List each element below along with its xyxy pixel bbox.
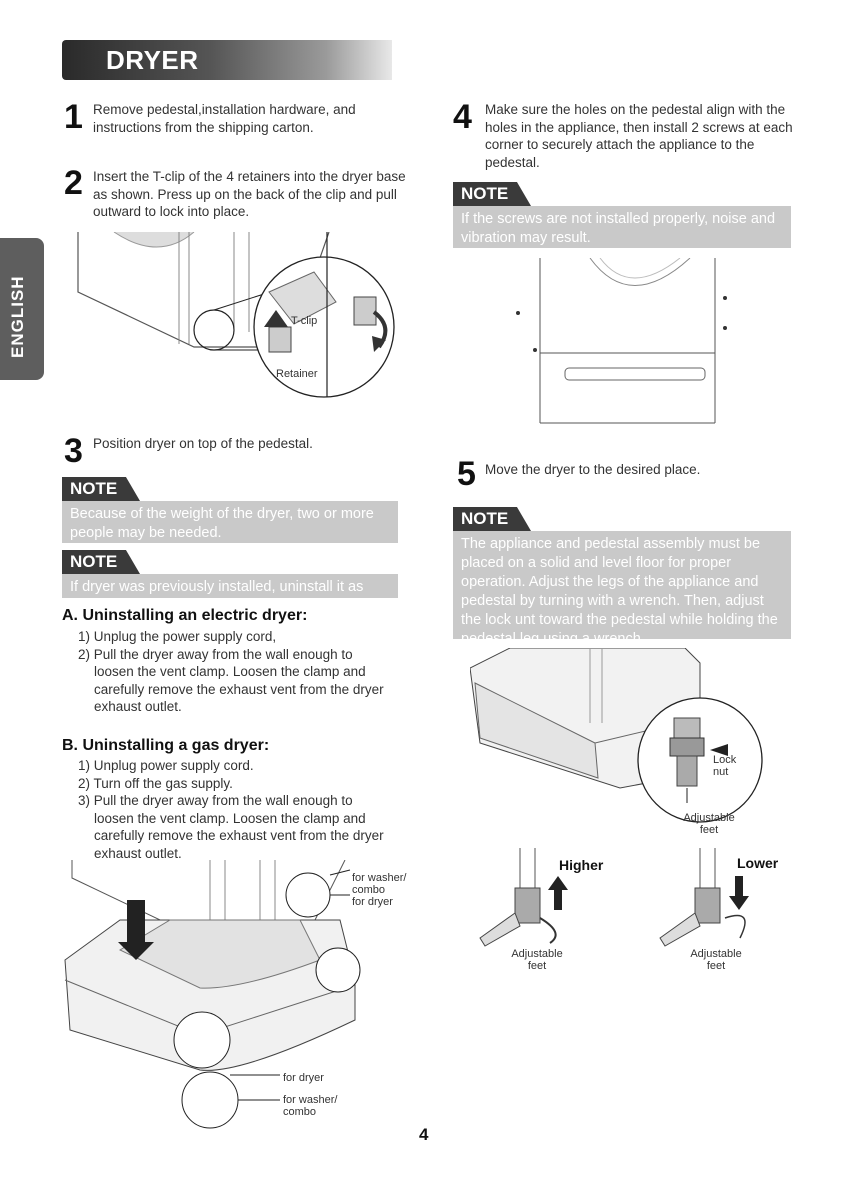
- list-item: 1) Unplug power supply cord.: [78, 758, 254, 773]
- step-2-text: Insert the T-clip of the 4 retainers int…: [93, 169, 406, 219]
- language-tab-label: ENGLISH: [8, 275, 27, 358]
- list-item: 1) Unplug the power supply cord,: [78, 629, 277, 644]
- step-5-text: Move the dryer to the desired place.: [485, 462, 701, 477]
- note-badge: NOTE: [62, 550, 140, 574]
- step-3-number: 3: [64, 432, 83, 470]
- for-dryer-label-bottom: for dryer: [283, 1072, 324, 1084]
- dryer-on-pedestal-illustration: [64, 860, 361, 1129]
- note-level-floor: The appliance and pedestal assembly must…: [453, 531, 791, 647]
- note-badge: NOTE: [453, 182, 531, 206]
- for-washer-combo-label-top: for washer/ combo: [352, 872, 407, 896]
- note-badge: NOTE: [62, 477, 140, 501]
- section-a-heading: A. Uninstalling an electric dryer:: [62, 607, 308, 624]
- list-item: 2) Pull the dryer away from the wall eno…: [78, 646, 384, 715]
- list-item: 3) Pull the dryer away from the wall eno…: [78, 793, 384, 861]
- step-5-number: 5: [457, 455, 476, 493]
- page-number: 4: [419, 1125, 429, 1144]
- tclip-retainer-illustration: [77, 232, 395, 398]
- list-item: 2) Turn off the gas supply.: [78, 775, 233, 791]
- lower-label: Lower: [737, 855, 779, 871]
- lock-nut-label: Lock nut: [713, 754, 737, 778]
- adjustable-feet-label: Adjustable feet: [683, 812, 735, 836]
- for-washer-combo-label-bottom: for washer/ combo: [283, 1094, 338, 1118]
- step-3-text: Position dryer on top of the pedestal.: [93, 436, 313, 451]
- language-tab: ENGLISH: [0, 238, 44, 380]
- adjustable-feet-label-higher: Adjustable feet: [511, 948, 563, 972]
- section-b-heading: B. Uninstalling a gas dryer:: [62, 737, 270, 754]
- adjustable-feet-label-lower: Adjustable feet: [690, 948, 742, 972]
- higher-label: Higher: [559, 857, 604, 873]
- screws-illustration: [516, 258, 727, 424]
- for-dryer-label-top: for dryer: [352, 896, 393, 908]
- note-weight: Because of the weight of the dryer, two …: [62, 501, 398, 543]
- note-screws: If the screws are not installed properly…: [453, 206, 791, 248]
- wrench-adjustment-illustration: [479, 848, 749, 947]
- t-clip-label: T-clip: [291, 315, 318, 327]
- section-header-banner: DRYER INSTALLATION: [62, 40, 392, 106]
- section-b-list: 1) Unplug power supply cord. 2) Turn off…: [78, 757, 396, 862]
- step-1-number: 1: [64, 98, 83, 136]
- retainer-label: Retainer: [276, 368, 318, 380]
- step-4-number: 4: [453, 98, 472, 136]
- section-title: DRYER INSTALLATION: [106, 45, 299, 106]
- step-2-number: 2: [64, 164, 83, 202]
- note-badge: NOTE: [453, 507, 531, 531]
- note-uninstall: If dryer was previously installed, unins…: [62, 574, 398, 614]
- step-1-text: Remove pedestal,installation hardware, a…: [93, 102, 356, 135]
- leveling-feet-illustration: [470, 648, 763, 823]
- step-4-text: Make sure the holes on the pedestal alig…: [485, 102, 793, 170]
- section-a-list: 1) Unplug the power supply cord, 2) Pull…: [78, 628, 396, 716]
